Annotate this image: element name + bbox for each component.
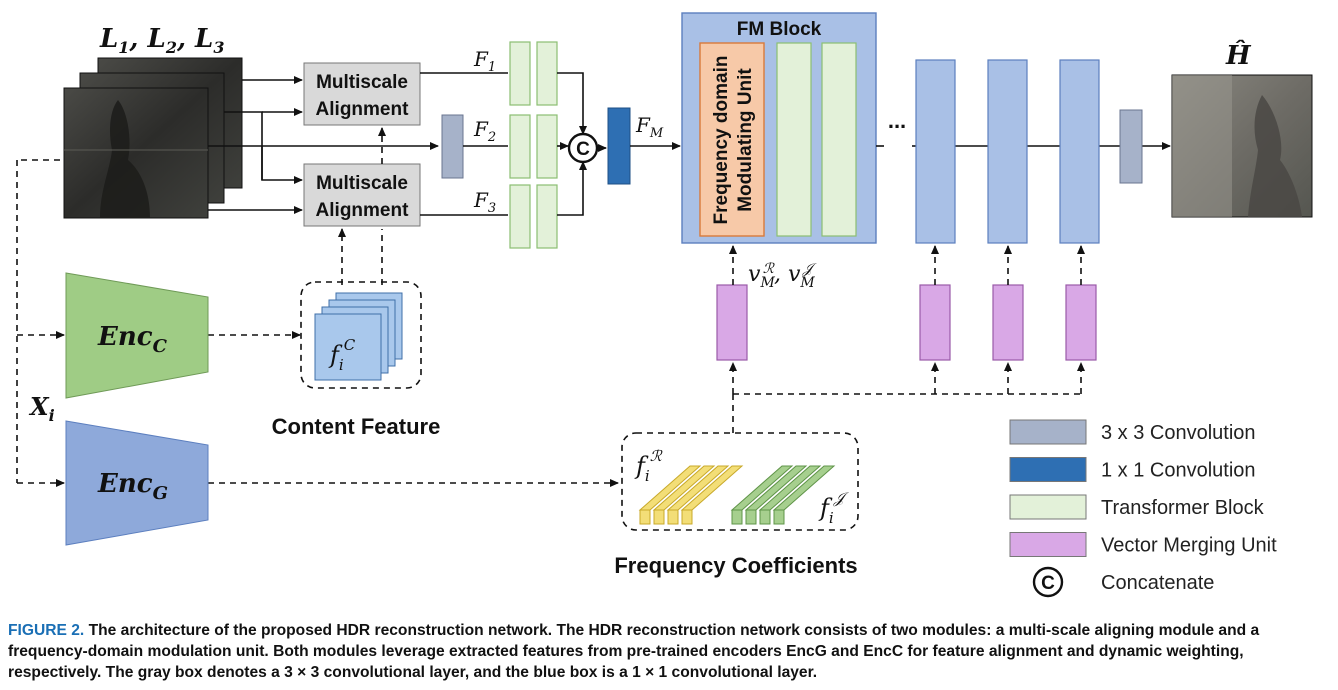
legend-label: Concatenate <box>1101 572 1214 594</box>
content-feature-box: fiC <box>300 281 422 389</box>
legend-label: Vector Merging Unit <box>1101 535 1277 557</box>
svg-text:Alignment: Alignment <box>316 99 410 120</box>
fm-label: FM <box>635 113 664 141</box>
conv3x3-block-f2 <box>441 114 464 179</box>
conv3x3-final <box>1119 109 1143 184</box>
f2-label: F2 <box>473 117 496 145</box>
svg-text:Alignment: Alignment <box>316 200 410 221</box>
caption-text: The architecture of the proposed HDR rec… <box>8 622 1260 681</box>
legend: 3 x 3 Convolution 1 x 1 ConvolutionTransf… <box>1009 419 1277 598</box>
legend-item: Transformer Block <box>1009 494 1265 520</box>
svg-text:EncG: EncG <box>97 469 168 504</box>
concatenate-icon: C <box>567 132 599 164</box>
vmu-dashed-links <box>729 245 1085 433</box>
svg-text:Frequency domain: Frequency domain <box>711 56 732 225</box>
content-feature-caption: Content Feature <box>272 414 441 439</box>
alignment-output-arrows <box>420 72 508 216</box>
xi-dashed-links <box>16 159 619 487</box>
svg-text:Modulating Unit: Modulating Unit <box>735 68 756 212</box>
frequency-coefficients-box: fiℛ fi𝒥 <box>621 432 859 531</box>
conv1x1-block <box>607 107 631 185</box>
frequency-coefficients-caption: Frequency Coefficients <box>614 553 857 578</box>
encoder-content: EncC <box>65 272 209 399</box>
concatenate-symbol: C <box>1041 573 1055 594</box>
legend-swatch <box>1009 494 1087 520</box>
architecture-diagram: L1, L2, L3 Multiscale Alignment Multisca… <box>16 12 1313 598</box>
legend-swatch <box>1009 532 1087 557</box>
svg-text:C: C <box>576 139 590 160</box>
encoder-global: EncG <box>65 420 209 546</box>
svg-text:Multiscale: Multiscale <box>316 72 408 93</box>
svg-text:Multiscale: Multiscale <box>316 173 408 194</box>
svg-text:FM Block: FM Block <box>737 19 822 40</box>
legend-swatch <box>1009 457 1087 482</box>
vector-merging-units <box>716 284 1097 361</box>
figure-caption: FIGURE 2. The architecture of the propos… <box>8 620 1334 683</box>
xi-label: Xi <box>28 392 55 425</box>
concat-input-arrows <box>557 72 587 216</box>
fm-transformer-2 <box>821 42 857 237</box>
legend-label: 1 x 1 Convolution <box>1101 460 1256 482</box>
legend-swatch <box>1009 419 1087 445</box>
legend-item: 1 x 1 Convolution <box>1009 457 1256 482</box>
svg-text:fiℛ: fiℛ <box>634 447 663 485</box>
legend-item: Vector Merging Unit <box>1009 532 1277 557</box>
vm-label: vMℛ, vM𝒥 <box>748 261 818 291</box>
input-arrows <box>208 76 439 214</box>
figure-number: FIGURE 2. <box>8 622 85 639</box>
hdr-label: Ĥ <box>1225 39 1252 71</box>
frequency-modulating-unit <box>699 42 765 237</box>
ldr-label: L1, L2, L3 <box>99 24 224 57</box>
f1-label: F1 <box>473 47 496 75</box>
legend-label: Transformer Block <box>1101 497 1265 519</box>
concatenate-icon <box>1032 566 1064 598</box>
multiscale-alignment-bottom: Multiscale Alignment <box>303 163 421 227</box>
multiscale-alignment-top: Multiscale Alignment <box>303 62 421 126</box>
legend-item: C Concatenate <box>1032 566 1214 598</box>
hdr-output-image <box>1171 74 1313 218</box>
fm-block: FM Block Frequency domain Modulating Uni… <box>681 12 877 244</box>
fm-blocks-stack <box>915 59 1100 244</box>
legend-label: 3 x 3 Convolution <box>1101 422 1256 444</box>
fm-transformer-1 <box>776 42 812 237</box>
ldr-image-stack <box>63 57 243 219</box>
svg-text:EncC: EncC <box>97 322 168 357</box>
alignment-dashed-links <box>338 127 386 285</box>
transformer-blocks-f <box>509 41 558 249</box>
svg-text:fi𝒥: fi𝒥 <box>818 489 850 527</box>
legend-item: 3 x 3 Convolution <box>1009 419 1256 445</box>
f3-label: F3 <box>473 188 496 216</box>
ellipsis: ... <box>888 108 906 133</box>
